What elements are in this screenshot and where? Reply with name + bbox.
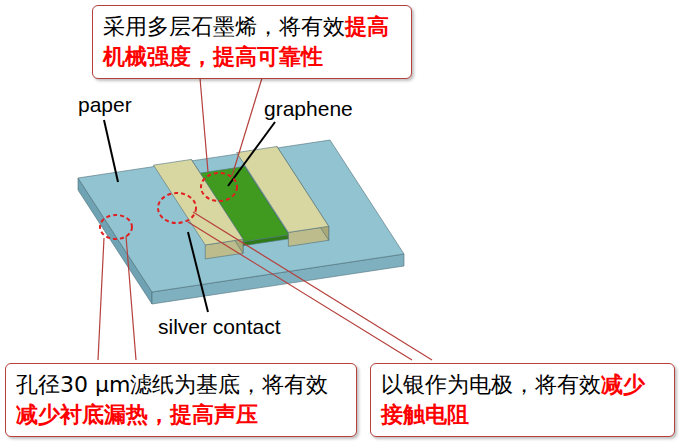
part-label: paper <box>76 93 134 117</box>
dashed-circle <box>201 173 237 201</box>
wedge-line <box>200 78 208 172</box>
silver-contact-left-top <box>153 159 243 245</box>
wedge-line <box>126 236 136 360</box>
silver-leader <box>188 232 208 312</box>
callout-box: 孔径30 μm滤纸为基底，将有效减少衬底漏热，提高声压 <box>5 363 357 437</box>
paper-leader <box>104 120 118 182</box>
paper-substrate <box>78 140 404 304</box>
part-label: silver contact <box>156 315 283 339</box>
silver-contact-right-top <box>237 147 329 233</box>
wedge-line <box>188 222 412 360</box>
callout-text: 以银作为电极，将有效 <box>381 372 601 397</box>
graphene-leader <box>228 122 275 186</box>
callout-text: 孔径30 μm滤纸为基底，将有效 <box>16 372 328 397</box>
wedge-line <box>232 78 262 176</box>
paper-top-face <box>78 140 404 292</box>
dashed-circle <box>100 215 132 239</box>
dashed-circle <box>158 193 196 223</box>
callout-box: 采用多层石墨烯，将有效提高机械强度，提高可靠性 <box>92 5 412 79</box>
callout-wedges <box>98 78 432 360</box>
highlight-circles <box>100 173 237 239</box>
callout-box: 以银作为电极，将有效减少接触电阻 <box>370 363 675 437</box>
callout-text: 采用多层石墨烯，将有效 <box>103 14 345 39</box>
wedge-line <box>98 238 104 360</box>
part-label: graphene <box>262 97 355 121</box>
highlight-text: 减少衬底漏热，提高声压 <box>16 402 258 427</box>
